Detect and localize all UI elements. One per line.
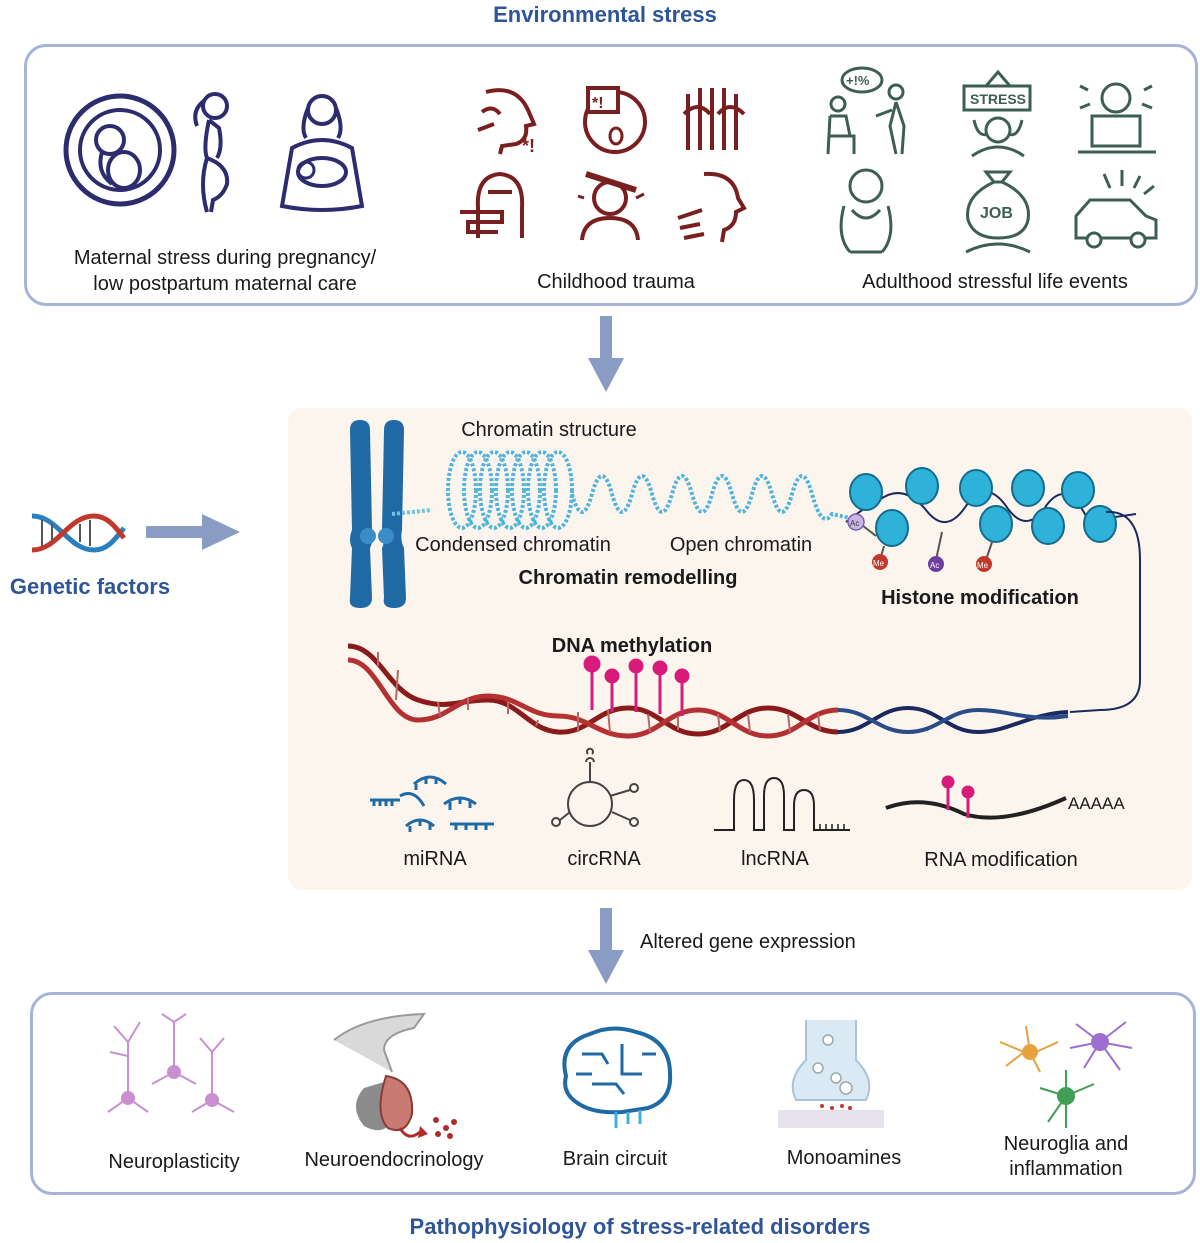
genetic-factors-label: Genetic factors [9,574,171,599]
synapse-icon [778,1020,884,1128]
rna-modification-label: RNA modification [924,849,1078,871]
speech-text: +!% [846,73,870,88]
hit-head-icon [577,171,645,241]
circrna-icon [551,747,639,827]
ac-mark-2: Ac [930,561,939,570]
down-arrow-2 [588,908,624,984]
svg-text:*!: *! [522,136,535,156]
mother-baby-icon [279,94,365,212]
pathophysiology-panel [30,992,1196,1195]
maternal-label-2: low postpartum maternal care [93,273,357,295]
crying-child-icon: *! [583,86,647,154]
maternal-label-1: Maternal stress during pregnancy/ [73,247,377,269]
me-mark-2: Me [977,561,989,570]
monoamines-label: Monoamines [786,1147,902,1169]
dna-icon [31,513,126,553]
job-bag-text: JOB [980,205,1013,222]
hands-bars-icon [682,88,746,150]
brain-circuit-icon [562,1026,673,1128]
dna-methylation-label: DNA methylation [551,635,713,657]
me-mark-1: Me [873,559,885,568]
lncrna-label: lncRNA [741,848,809,870]
chromatin-structure-label: Chromatin structure [461,419,637,441]
lncrna-icon [714,776,850,831]
histone-modification-label: Histone modification [881,587,1079,609]
fetus-womb-icon [63,93,177,207]
right-arrow [146,514,240,550]
circrna-label: circRNA [567,848,641,870]
pregnant-woman-icon [193,92,230,213]
stress-sign-icon: STRESS [962,69,1032,158]
environmental-stress-title: Environmental stress [493,2,717,27]
down-arrow-1 [588,316,624,392]
depressed-person-icon [839,168,893,254]
neuroglia-label-2: inflammation [1009,1158,1123,1180]
covered-mouth-icon [460,171,525,238]
argument-icon [677,171,747,243]
childhood-trauma-label: Childhood trauma [537,271,695,293]
neuroendocrinology-label: Neuroendocrinology [304,1149,484,1171]
mirna-icon [370,775,494,832]
pathophysiology-title: Pathophysiology of stress-related disord… [409,1214,871,1239]
rna-modification-icon [885,775,1067,820]
neuroglia-label-1: Neuroglia and [1003,1133,1129,1155]
neurons-icon [107,1013,235,1113]
brain-circuit-label: Brain circuit [562,1148,668,1170]
polya-tail-label: AAAAA [1068,794,1125,813]
open-chromatin-label: Open chromatin [669,534,813,556]
environmental-stress-panel [24,44,1198,306]
car-crash-icon [1074,170,1158,249]
shouting-icon: *! [477,88,537,156]
dna-helix [347,643,1069,739]
neuroglia-icon [999,1021,1133,1128]
condensed-chromatin-label: Condensed chromatin [415,534,611,556]
laptop-stress-icon [1078,82,1156,154]
nucleosome-array: Ac Me Ac Me [845,467,1137,572]
chromatin-fiber [391,450,851,530]
svg-text:*!: *! [592,95,604,112]
mirna-label: miRNA [403,848,467,870]
chromatin-remodelling-label: Chromatin remodelling [518,567,738,589]
ac-mark-1: Ac [850,519,859,528]
pituitary-icon [333,1012,457,1139]
stress-sign-text: STRESS [970,91,1026,107]
job-loss-icon: JOB [965,170,1031,254]
person-yelling-icon: +!% [826,66,906,155]
adulthood-events-label: Adulthood stressful life events [862,271,1128,293]
chromatin-thread [1069,510,1141,713]
neuroplasticity-label: Neuroplasticity [108,1151,240,1173]
altered-gene-expression-label: Altered gene expression [640,931,856,953]
